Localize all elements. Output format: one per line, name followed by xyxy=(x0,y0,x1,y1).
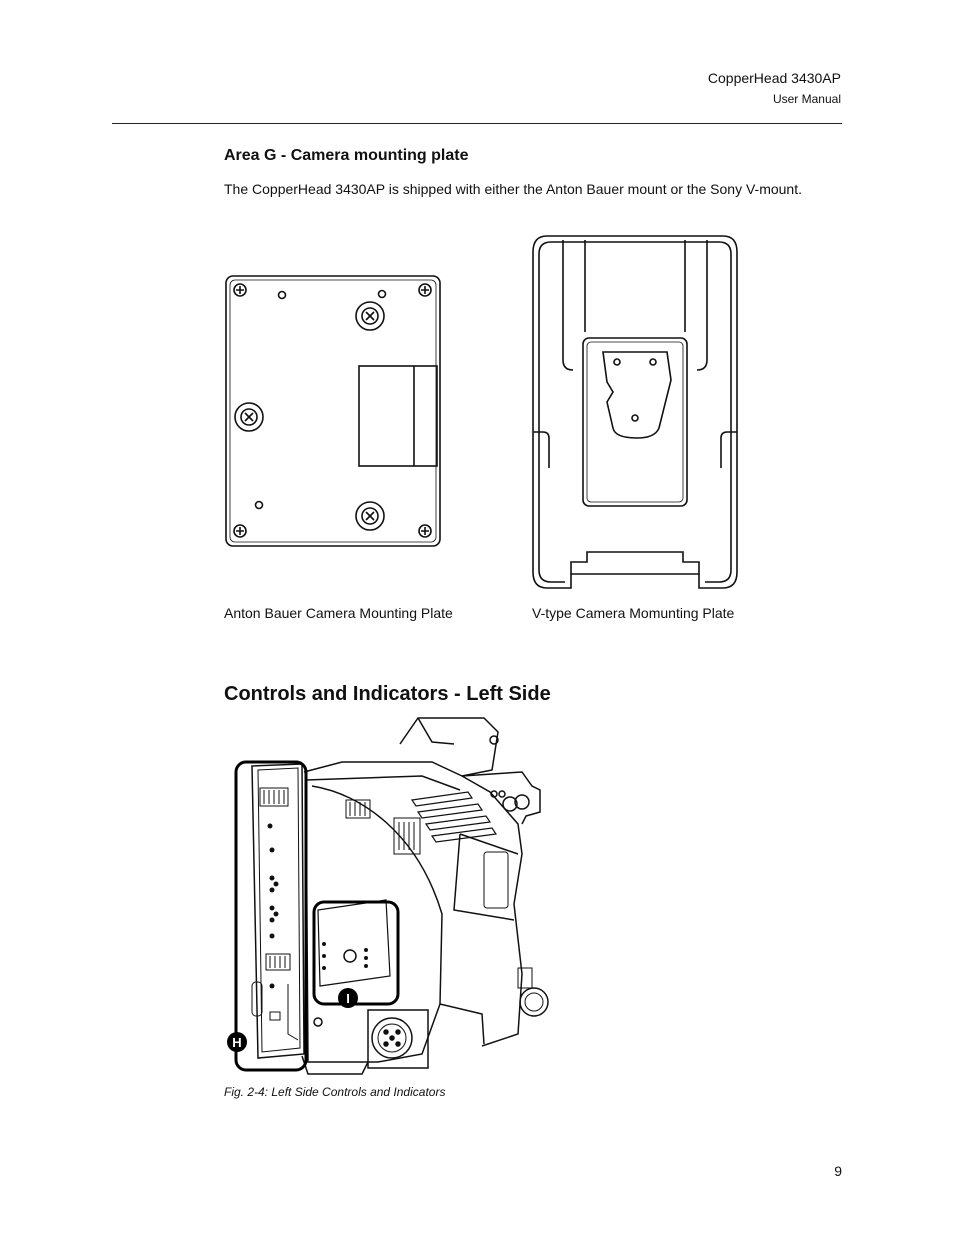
v-type-plate-figure xyxy=(532,235,738,589)
anton-bauer-plate-figure xyxy=(225,275,441,547)
callout-badge-i: I xyxy=(338,988,358,1008)
section-body-text: The CopperHead 3430AP is shipped with ei… xyxy=(224,181,802,197)
header-doc-type: User Manual xyxy=(772,92,841,106)
callout-box-h xyxy=(234,760,308,1072)
caption-anton-bauer: Anton Bauer Camera Mounting Plate xyxy=(224,605,453,621)
section-heading-controls: Controls and Indicators - Left Side xyxy=(224,683,551,705)
page-number: 9 xyxy=(834,1163,842,1179)
figure-caption: Fig. 2-4: Left Side Controls and Indicat… xyxy=(224,1085,446,1099)
header-divider xyxy=(112,123,842,124)
callout-label-i: I xyxy=(346,991,350,1006)
caption-v-type: V-type Camera Momunting Plate xyxy=(532,605,735,621)
callout-badge-h: H xyxy=(227,1032,247,1052)
callout-label-h: H xyxy=(232,1035,241,1050)
camera-left-side-figure: H I xyxy=(227,717,549,1075)
section-title-area-g: Area G - Camera mounting plate xyxy=(224,147,469,164)
header-product-name: CopperHead 3430AP xyxy=(707,70,841,86)
